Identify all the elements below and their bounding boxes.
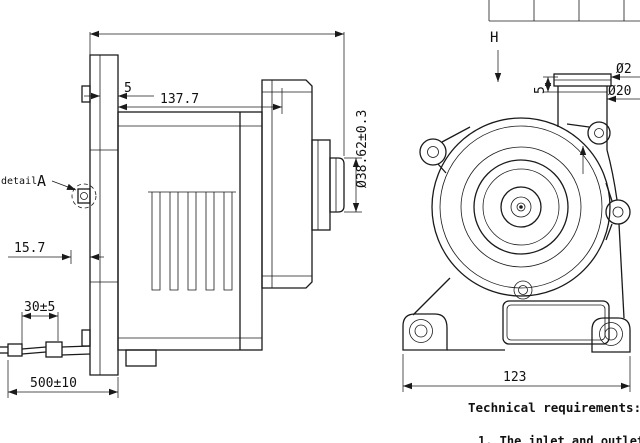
detail-label: detail — [1, 176, 37, 187]
right-foot — [591, 317, 631, 353]
volute-face — [431, 117, 611, 300]
pump-head — [261, 79, 345, 289]
dim-dia1-text: Ø2 — [616, 62, 632, 77]
dim-plate-text: 5 — [124, 81, 132, 96]
dim-body-length: 137.7 — [118, 88, 283, 114]
dim-width-text: 123 — [503, 370, 526, 385]
dim-overall-width: 123 — [402, 354, 631, 392]
detail-a-callout: detail A — [1, 172, 97, 209]
dim-strip-text: 30±5 — [24, 300, 55, 315]
mounting-ears — [419, 121, 631, 241]
detail-letter: A — [37, 172, 46, 190]
dim-flange-height: 5 — [533, 76, 558, 94]
lower-casing — [402, 223, 631, 353]
height-callout: H — [490, 30, 502, 82]
right-view: H Ø2 Ø20 5 — [402, 0, 640, 392]
dim-outlet-text: Ø38.62±0.3 — [355, 110, 370, 188]
height-label-text: H — [490, 30, 498, 46]
dim-cable-text: 500±10 — [30, 376, 77, 391]
dim-offset-text: 15.7 — [14, 241, 45, 256]
notes-title: Technical requirements: — [468, 400, 640, 415]
dim-outlet-diameter: Ø38.62±0.3 — [344, 110, 370, 213]
technical-notes: Technical requirements: 1. The inlet and… — [468, 400, 640, 443]
dim-overall-length — [89, 30, 345, 156]
power-cable — [0, 341, 91, 358]
dim-cable-length: 500±10 — [7, 360, 119, 398]
dim-length-text: 137.7 — [160, 92, 199, 107]
title-block-fragment — [488, 0, 640, 22]
notes-item-1: 1. The inlet and outlet co — [478, 434, 640, 443]
left-foot — [402, 313, 448, 351]
dim-strip-length: 30±5 — [21, 300, 59, 346]
dim-dia2-text: Ø20 — [608, 84, 631, 99]
mounting-plate — [81, 54, 119, 376]
dim-flange-text: 5 — [533, 86, 548, 94]
dim-pipe-diameters: Ø2 Ø20 — [607, 62, 640, 103]
left-view: detail A 5 137.7 Ø38.62±0.3 — [0, 30, 370, 398]
cooling-fins — [148, 191, 236, 291]
motor-body — [117, 111, 263, 367]
dim-plate-thickness: 5 — [84, 81, 154, 100]
junction-box — [502, 300, 610, 345]
dim-offset: 15.7 — [8, 241, 104, 264]
